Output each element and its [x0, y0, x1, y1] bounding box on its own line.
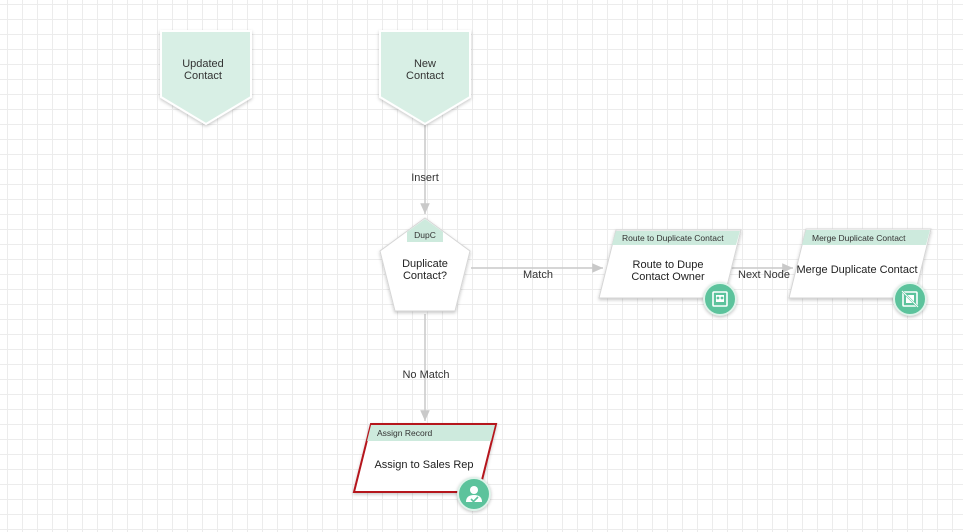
trigger-updated-line1: Updated: [182, 58, 224, 70]
route-node-header-shape: [612, 231, 740, 245]
trigger-updated-contact[interactable]: Updated Contact: [161, 58, 245, 82]
route-owner-icon[interactable]: [703, 282, 737, 316]
route-node-line1: Route to Dupe: [632, 259, 704, 271]
decision-shape[interactable]: [379, 217, 471, 312]
trigger-new-line1: New: [413, 58, 436, 70]
decision-header: DupC: [414, 230, 436, 240]
trigger-new-contact[interactable]: New Contact: [380, 58, 470, 82]
trigger-new-line2: Contact: [406, 70, 444, 82]
edge-label-match: Match: [523, 269, 553, 281]
trigger-updated-contact-shape[interactable]: [160, 30, 252, 126]
assign-node-header-shape: [367, 425, 495, 441]
decision-line1: Duplicate: [402, 258, 448, 270]
edge-label-no-match: No Match: [402, 369, 450, 381]
assign-node-label: Assign to Sales Rep: [374, 459, 474, 471]
decision-label: Duplicate Contact?: [385, 258, 465, 282]
assign-node-header: Assign Record: [377, 428, 433, 438]
decision-header-shape: [407, 219, 443, 242]
route-node-label: Route to Dupe Contact Owner: [612, 259, 724, 283]
merge-node-label: Merge Duplicate Contact: [796, 264, 918, 276]
merge-node-header: Merge Duplicate Contact: [812, 233, 906, 243]
decision-line2: Contact?: [402, 270, 448, 282]
merge-icon[interactable]: [893, 282, 927, 316]
edge-label-next-node: Next Node: [738, 269, 790, 281]
route-node-line2: Contact Owner: [631, 271, 705, 283]
trigger-new-contact-shape[interactable]: [379, 30, 471, 126]
merge-node-header-shape: [802, 230, 930, 245]
edge-label-insert: Insert: [411, 172, 439, 184]
route-node-header: Route to Duplicate Contact: [622, 233, 724, 243]
trigger-updated-line2: Contact: [184, 70, 222, 82]
assign-user-icon[interactable]: [457, 477, 491, 511]
